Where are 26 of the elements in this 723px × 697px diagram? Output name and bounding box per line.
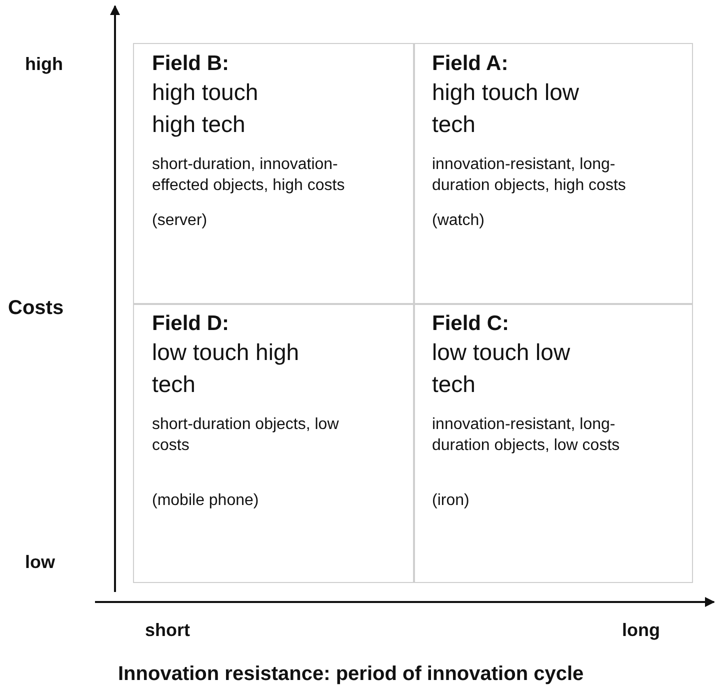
field-heading: Field B: xyxy=(152,52,230,76)
field-subtitle: high touch low tech xyxy=(432,78,580,139)
field-subtitle: low touch low tech xyxy=(432,338,572,399)
quadrant-panel xyxy=(133,303,415,583)
axis-tick-label: short xyxy=(145,620,190,641)
axis-tick-label: long xyxy=(622,620,660,641)
field-heading: Field D: xyxy=(152,312,230,336)
quadrant-panel xyxy=(413,43,693,305)
example-text: (mobile phone) xyxy=(152,492,260,510)
example-text: (watch) xyxy=(432,212,486,230)
field-description: short-duration, innovation-effected objects, high costs xyxy=(152,155,346,196)
example-text: (iron) xyxy=(432,492,470,510)
field-subtitle: high touch high tech xyxy=(152,78,260,139)
field-heading: Field A: xyxy=(432,52,510,76)
field-subtitle: low touch high tech xyxy=(152,338,300,399)
example-text: (server) xyxy=(152,212,208,230)
quadrant-panel xyxy=(413,303,693,583)
axis-tick-label: high xyxy=(25,54,63,75)
axis-title: Costs xyxy=(8,297,64,320)
axis-title: Innovation resistance: period of innovation cycle xyxy=(118,663,584,686)
field-heading: Field C: xyxy=(432,312,510,336)
field-description: innovation-resistant, long-duration objects, high costs xyxy=(432,155,627,196)
quadrant-panel xyxy=(133,43,415,305)
axis-tick-label: low xyxy=(25,552,55,573)
field-description: innovation-resistant, long-duration objects, low costs xyxy=(432,415,621,456)
field-description: short-duration objects, low costs xyxy=(152,415,340,456)
